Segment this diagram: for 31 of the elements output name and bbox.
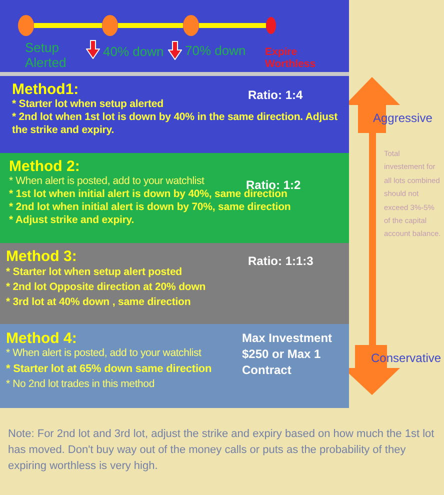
method-panel bbox=[0, 153, 349, 243]
ratio-text: Ratio: 1:1:3 bbox=[248, 253, 314, 269]
timeline-line bbox=[118, 23, 183, 28]
bullet-text: * 1st lot when initial alert is down by 40%, same direction bbox=[9, 188, 288, 201]
bullet-text: * Adjust strike and expiry. bbox=[9, 214, 134, 227]
timeline-line bbox=[34, 23, 102, 28]
method-panel bbox=[0, 243, 349, 324]
bullet-text: * When alert is posted, add to your watchlist bbox=[9, 175, 204, 188]
bullet-text: * Starter lot at 65% down same direction bbox=[6, 363, 212, 376]
bullet-text: * When alert is posted, add to your watchlist bbox=[6, 347, 202, 360]
method-panel bbox=[0, 324, 349, 408]
milestone-label: Setup Alerted bbox=[25, 40, 68, 70]
timeline-line bbox=[199, 23, 266, 28]
method-heading: Method 2: bbox=[9, 158, 80, 175]
bullet-text: * Starter lot when setup alerted bbox=[12, 98, 164, 111]
method-heading: Method1: bbox=[12, 81, 79, 98]
ratio-text: Ratio: 1:4 bbox=[248, 87, 303, 103]
investment-limit-text: Max Investment $250 or Max 1 Contract bbox=[242, 330, 334, 378]
bullet-text: * 2nd lot when initial alert is down by 70%, same direction bbox=[9, 201, 291, 214]
note-text: Note: For 2nd lot and 3rd lot, adjust the strike and expiry based on how much the 1st lot has moved. Don't buy way out of the money calls or puts as the probability of they expiring worthless is very high. bbox=[8, 427, 436, 474]
milestone-label: 40% down bbox=[103, 44, 164, 59]
bullet-text: * 2nd lot when 1st lot is down by 40% in the same direction. Adjust the strike and expiry. bbox=[12, 111, 338, 137]
bullet-text: * 3rd lot at 40% down , same direction bbox=[6, 295, 191, 310]
method-heading: Method 4: bbox=[6, 330, 77, 347]
milestone-label: 70% down bbox=[185, 43, 246, 58]
milestone-label: Expire Worthless bbox=[265, 46, 317, 70]
bullet-text: * Starter lot when setup alert posted bbox=[6, 265, 182, 280]
bullet-text: * No 2nd lot trades in this method bbox=[6, 378, 154, 391]
bullet-text: * 2nd lot Opposite direction at 20% down bbox=[6, 280, 206, 295]
method-heading: Method 3: bbox=[6, 248, 77, 265]
method-panel bbox=[0, 76, 349, 153]
